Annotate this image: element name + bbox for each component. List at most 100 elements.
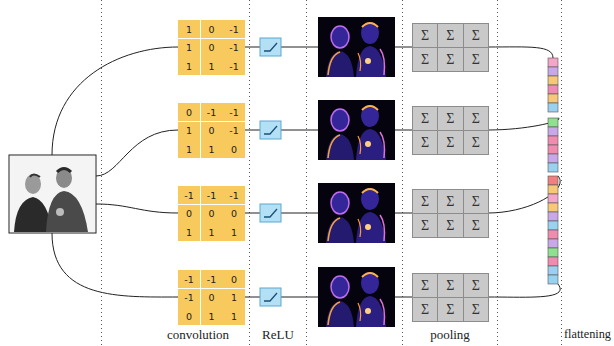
kernel-cell: -1 xyxy=(201,270,223,288)
kernel-value: 0 xyxy=(208,208,214,219)
kernel-cell: 1 xyxy=(178,122,200,140)
pooling-cell: Σ xyxy=(437,23,463,48)
kernel-cell: 1 xyxy=(223,289,245,307)
kernel-value: 0 xyxy=(231,144,237,155)
pooling-cell: Σ xyxy=(437,189,463,214)
kernel-cell: 1 xyxy=(201,307,223,325)
kernel-value: 1 xyxy=(186,24,192,35)
kernel-cell: -1 xyxy=(223,57,245,75)
kernel-value: 1 xyxy=(231,311,237,322)
kernel-cell: 1 xyxy=(178,57,200,75)
kernel-cell: 1 xyxy=(201,57,223,75)
sum-symbol: Σ xyxy=(421,302,429,318)
kernel-cell: 1 xyxy=(178,223,200,241)
column-heading: flattening xyxy=(563,327,612,342)
pooling-cell: Σ xyxy=(412,273,438,298)
kernel-value: -1 xyxy=(184,190,193,201)
feature-maps xyxy=(318,17,395,327)
kernel-cell: 0 xyxy=(201,39,223,57)
kernel-cell: 1 xyxy=(178,39,200,57)
kernel-value: -1 xyxy=(184,274,193,285)
sum-symbol: Σ xyxy=(472,111,480,127)
kernel-cell: 0 xyxy=(223,205,245,223)
kernel-cell: 0 xyxy=(223,140,245,158)
kernel-cell: 0 xyxy=(201,122,223,140)
pooling-cell: Σ xyxy=(412,213,438,238)
kernel-value: 1 xyxy=(208,311,214,322)
kernel-value: -1 xyxy=(229,24,238,35)
kernel-cell: -1 xyxy=(178,289,200,307)
kernel-value: 1 xyxy=(208,144,214,155)
kernel-cell: 1 xyxy=(223,307,245,325)
kernel-cell: 0 xyxy=(201,205,223,223)
sum-symbol: Σ xyxy=(446,218,454,234)
kernel-value: 1 xyxy=(186,144,192,155)
kernel-value: 0 xyxy=(208,125,214,136)
sum-symbol: Σ xyxy=(421,28,429,44)
pooling-cell: Σ xyxy=(463,106,489,131)
kernel-value: -1 xyxy=(207,107,216,118)
kernel-cell: 1 xyxy=(178,20,200,38)
sum-symbol: Σ xyxy=(446,28,454,44)
kernel-cell: -1 xyxy=(223,122,245,140)
sum-symbol: Σ xyxy=(446,52,454,68)
column-heading: convolution xyxy=(166,327,230,343)
stage-wires xyxy=(245,47,560,297)
kernel-value: 0 xyxy=(186,107,192,118)
relu-symbols xyxy=(260,38,281,306)
input-wires xyxy=(52,47,178,297)
sum-symbol: Σ xyxy=(472,28,480,44)
sum-symbol: Σ xyxy=(446,111,454,127)
kernel-value: 1 xyxy=(231,227,237,238)
sum-symbol: Σ xyxy=(421,194,429,210)
pooling-cell: Σ xyxy=(463,23,489,48)
kernel-cell: 0 xyxy=(178,205,200,223)
kernel-value: -1 xyxy=(229,42,238,53)
sum-symbol: Σ xyxy=(421,218,429,234)
pooling-cell: Σ xyxy=(437,213,463,238)
column-heading: pooling xyxy=(429,327,471,343)
pooling-cell: Σ xyxy=(437,47,463,72)
pooling-cell: Σ xyxy=(463,297,489,322)
kernel-value: 0 xyxy=(208,292,214,303)
pooling-cell: Σ xyxy=(412,106,438,131)
kernel-value: 1 xyxy=(186,125,192,136)
pooling-cell: Σ xyxy=(437,106,463,131)
kernel-cell: -1 xyxy=(201,186,223,204)
pooling-cell: Σ xyxy=(463,273,489,298)
kernel-cell: 0 xyxy=(201,20,223,38)
kernel-cell: 1 xyxy=(201,223,223,241)
sum-symbol: Σ xyxy=(421,111,429,127)
pooling-cell: Σ xyxy=(412,47,438,72)
kernel-cell: -1 xyxy=(223,39,245,57)
kernel-value: 0 xyxy=(208,42,214,53)
kernel-value: 1 xyxy=(186,61,192,72)
sum-symbol: Σ xyxy=(472,278,480,294)
kernel-value: -1 xyxy=(207,274,216,285)
kernel-value: 1 xyxy=(186,42,192,53)
pooling-cell: Σ xyxy=(437,297,463,322)
pooling-cell: Σ xyxy=(412,189,438,214)
kernel-cell: 0 xyxy=(178,103,200,121)
pooling-cell: Σ xyxy=(437,273,463,298)
kernel-value: -1 xyxy=(229,61,238,72)
pooling-cell: Σ xyxy=(463,47,489,72)
input-photo xyxy=(9,155,96,233)
kernel-cell: -1 xyxy=(223,186,245,204)
flattened-vectors xyxy=(548,58,558,284)
kernel-value: 1 xyxy=(186,227,192,238)
sum-symbol: Σ xyxy=(446,278,454,294)
kernel-value: 1 xyxy=(208,61,214,72)
kernel-value: 1 xyxy=(231,292,237,303)
kernel-value: 0 xyxy=(186,208,192,219)
sum-symbol: Σ xyxy=(472,52,480,68)
sum-symbol: Σ xyxy=(421,135,429,151)
kernel-cell: -1 xyxy=(223,103,245,121)
kernel-value: -1 xyxy=(207,190,216,201)
pooling-cell: Σ xyxy=(412,23,438,48)
pooling-cell: Σ xyxy=(463,189,489,214)
sum-symbol: Σ xyxy=(421,278,429,294)
pooling-cell: Σ xyxy=(463,213,489,238)
sum-symbol: Σ xyxy=(446,302,454,318)
